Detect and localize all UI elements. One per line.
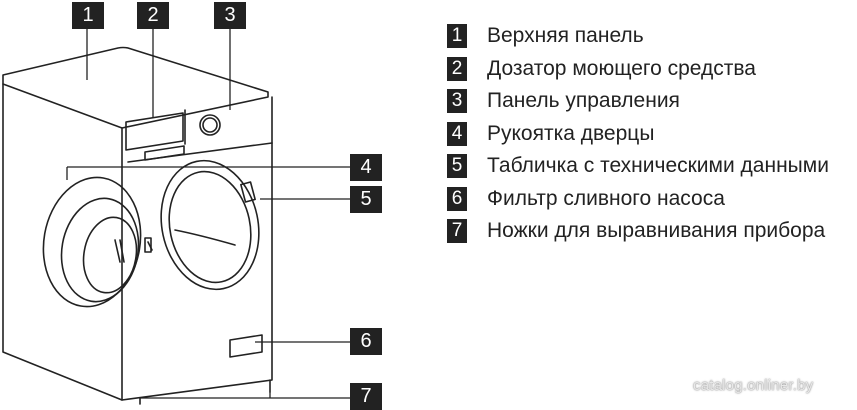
detergent-dispenser <box>125 112 184 151</box>
callout-2: 2 <box>137 2 169 29</box>
body-front-face <box>121 96 273 401</box>
legend-label: Табличка с техническими данными <box>487 154 829 178</box>
callout-7: 7 <box>350 383 382 410</box>
legend-item: 7 Ножки для выравнивания прибора <box>447 215 829 248</box>
legend-item: 5 Табличка с техническими данными <box>447 150 829 183</box>
legend-item: 2 Дозатор моющего средства <box>447 53 829 86</box>
legend: 1 Верхняя панель 2 Дозатор моющего средс… <box>447 20 829 248</box>
legend-item: 4 Рукоятка дверцы <box>447 118 829 151</box>
callout-5: 5 <box>350 186 382 213</box>
callout-3: 3 <box>214 2 246 29</box>
legend-number: 2 <box>447 56 467 81</box>
callout-4: 4 <box>350 154 382 181</box>
callout-1: 1 <box>72 2 104 29</box>
legend-label: Ножки для выравнивания прибора <box>487 219 826 243</box>
legend-item: 3 Панель управления <box>447 85 829 118</box>
legend-label: Рукоятка дверцы <box>487 121 655 145</box>
legend-label: Панель управления <box>487 89 680 113</box>
legend-item: 1 Верхняя панель <box>447 20 829 53</box>
legend-number: 4 <box>447 121 467 146</box>
legend-label: Фильтр сливного насоса <box>487 186 725 210</box>
door-handle <box>144 237 152 253</box>
drain-filter-cover <box>229 334 263 358</box>
rating-plate <box>240 181 256 203</box>
legend-number: 7 <box>447 219 467 244</box>
legend-number: 3 <box>447 89 467 114</box>
legend-number: 6 <box>447 186 467 211</box>
legend-item: 6 Фильтр сливного насоса <box>447 183 829 216</box>
legend-number: 5 <box>447 154 467 179</box>
open-door <box>42 176 142 308</box>
top-panel <box>2 46 269 129</box>
legend-number: 1 <box>447 24 467 49</box>
drum-opening <box>160 159 260 291</box>
watermark: catalog.onliner.by <box>693 377 814 394</box>
control-knob <box>202 117 218 133</box>
callout-6: 6 <box>350 328 382 355</box>
legend-label: Верхняя панель <box>487 24 644 48</box>
body-left-side <box>2 83 123 401</box>
legend-label: Дозатор моющего средства <box>487 56 756 80</box>
